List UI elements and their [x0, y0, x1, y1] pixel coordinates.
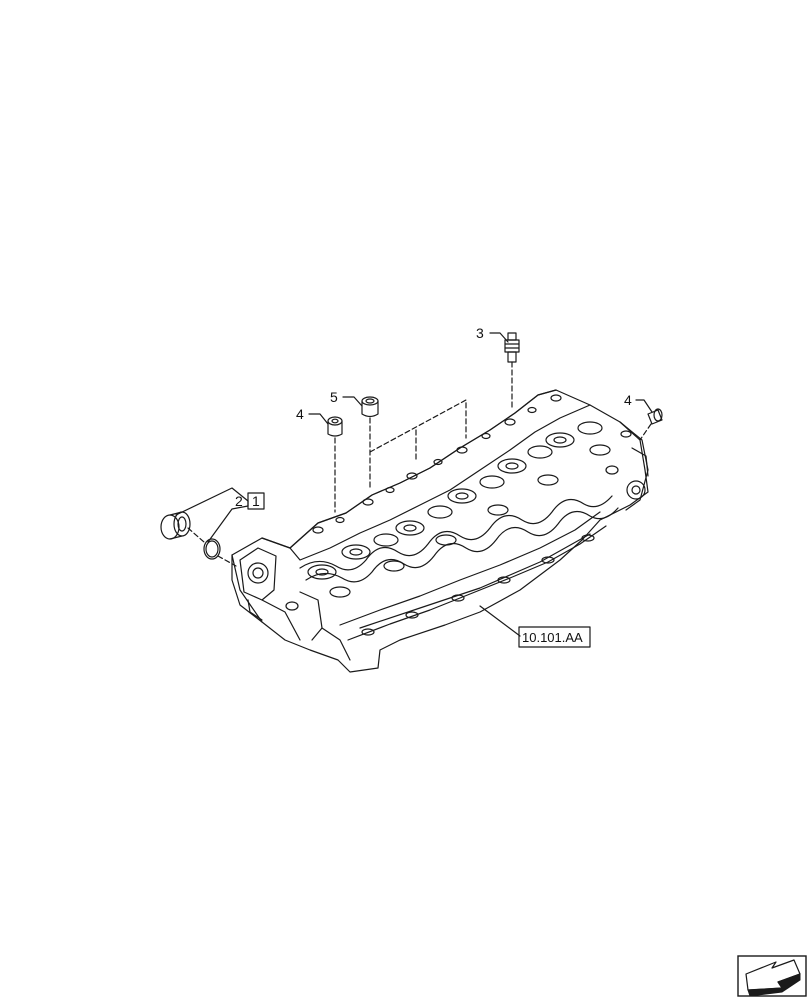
leader-part-5: [342, 396, 363, 407]
assembly-line-part-2-seat: [217, 555, 237, 567]
reference-label[interactable]: 10.101.AA: [522, 630, 583, 645]
leader-part-2-ring: [207, 505, 249, 543]
kit-box-label: 1: [252, 493, 260, 509]
callout-3[interactable]: 3: [476, 325, 484, 341]
part-4-plug-left: [327, 416, 343, 437]
kit-box: [247, 492, 265, 510]
assembly-line-part-5-positions: [369, 399, 467, 463]
part-3-fitting: [504, 332, 520, 363]
cylinder-head: [231, 389, 649, 673]
reference-box[interactable]: [518, 626, 591, 648]
leader-part-2-plug: [175, 487, 249, 516]
part-5-plug: [361, 396, 379, 418]
next-page-arrow-icon[interactable]: [737, 955, 807, 997]
assembly-line-part-2: [187, 527, 205, 543]
part-2-o-ring: [203, 538, 221, 560]
leader-part-4-right: [635, 399, 653, 413]
part-4-plug-right: [647, 408, 663, 425]
assembly-line-part-4-right: [639, 423, 652, 441]
part-2-expansion-plug: [160, 511, 191, 540]
callout-5[interactable]: 5: [330, 389, 338, 405]
callout-4-left[interactable]: 4: [296, 406, 304, 422]
leader-reference: [479, 605, 521, 637]
leader-part-4-left: [308, 413, 329, 425]
leader-part-3: [489, 332, 509, 343]
callout-4-right[interactable]: 4: [624, 392, 632, 408]
callout-2[interactable]: 2: [235, 493, 243, 509]
